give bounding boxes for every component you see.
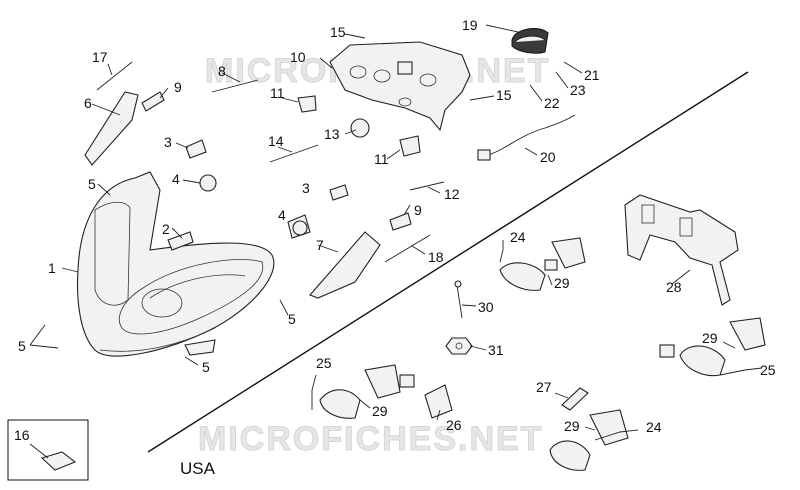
- inset-label: 16: [14, 427, 30, 443]
- callout-14: 14: [268, 133, 284, 149]
- callout-19: 19: [462, 17, 478, 33]
- turn-signal-rear-left: [549, 387, 629, 471]
- bulb-holder: [309, 231, 381, 299]
- callout-30: 30: [478, 299, 494, 315]
- headlight-assembly: [77, 171, 275, 357]
- callout-18: 18: [428, 249, 444, 265]
- callout-9a: 9: [174, 79, 182, 95]
- group-bracket-25a: [311, 374, 317, 410]
- license-plate-bracket: [624, 194, 739, 306]
- callout-13: 13: [324, 126, 340, 142]
- group-bracket-24a: [499, 240, 504, 263]
- callout-labels: 1 2 3 3 4 4 5 5 5 5 6 7 8 9 9 10 11 11 1…: [18, 17, 776, 435]
- callout-15b: 15: [496, 87, 512, 103]
- callout-11b: 11: [374, 151, 389, 167]
- callout-27: 27: [536, 379, 552, 395]
- callout-3a: 3: [164, 134, 172, 150]
- callout-7: 7: [316, 237, 324, 253]
- callout-29d: 29: [564, 418, 580, 434]
- callout-28: 28: [666, 279, 682, 295]
- reflector-bracket: [84, 91, 139, 166]
- callout-6: 6: [84, 95, 92, 111]
- callout-9b: 9: [414, 202, 422, 218]
- callout-23: 23: [570, 82, 586, 98]
- turn-signal-front-left: [319, 364, 453, 419]
- callout-3b: 3: [302, 180, 310, 196]
- callout-29c: 29: [702, 330, 718, 346]
- callout-21: 21: [584, 67, 600, 83]
- callout-29b: 29: [372, 403, 388, 419]
- callout-31: 31: [488, 342, 504, 358]
- callout-8: 8: [218, 63, 226, 79]
- wiring-harness: [487, 114, 576, 156]
- callout-5a: 5: [88, 176, 96, 192]
- callout-11a: 11: [270, 85, 285, 101]
- callout-26: 26: [446, 417, 462, 433]
- callout-24b: 24: [646, 419, 662, 435]
- callout-20: 20: [540, 149, 556, 165]
- turn-signal-front-right: [499, 237, 586, 291]
- callout-15a: 15: [330, 24, 346, 40]
- screws-and-rods: [96, 61, 473, 355]
- callout-5c: 5: [202, 359, 210, 375]
- callout-10: 10: [290, 49, 306, 65]
- callout-1: 1: [48, 260, 56, 276]
- callout-5b: 5: [288, 311, 296, 327]
- callout-25a: 25: [316, 355, 332, 371]
- turn-signal-rear-right: [659, 317, 766, 377]
- callout-29a: 29: [554, 275, 570, 291]
- leader-lines: [29, 24, 736, 431]
- callout-4a: 4: [172, 171, 180, 187]
- divider-line: [147, 71, 749, 453]
- callout-24a: 24: [510, 229, 526, 245]
- group-bracket-25b: [719, 367, 763, 376]
- region-label: USA: [180, 459, 216, 478]
- callout-25b: 25: [760, 362, 776, 378]
- inset-part-16: 16: [7, 419, 89, 481]
- callout-17: 17: [92, 49, 108, 65]
- rear-housing: [329, 41, 471, 132]
- callout-22: 22: [544, 95, 560, 111]
- callout-5d: 5: [18, 338, 26, 354]
- callout-12: 12: [444, 186, 460, 202]
- group-bracket-24b: [594, 429, 639, 441]
- bulb-sockets: [141, 91, 421, 251]
- callout-2: 2: [162, 221, 170, 237]
- watermark-bottom: MICROFICHES.NET: [198, 420, 543, 458]
- callout-4b: 4: [278, 207, 286, 223]
